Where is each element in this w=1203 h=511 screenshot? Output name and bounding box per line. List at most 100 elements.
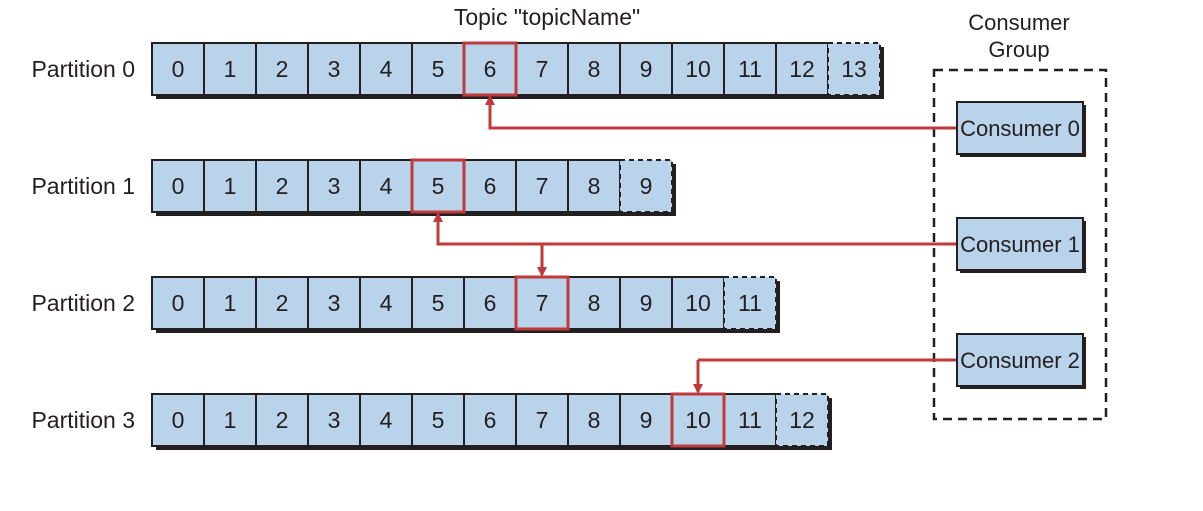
offset-label: 9 [640, 407, 653, 433]
offset-cell [307, 42, 361, 96]
offset-cell [411, 42, 465, 96]
offset-cell [567, 393, 621, 447]
consumer-group-label-line1: Consumer [968, 10, 1069, 35]
offset-cell [463, 276, 517, 330]
offset-cell [723, 393, 777, 447]
offset-label: 8 [588, 407, 601, 433]
offset-cell [203, 42, 257, 96]
offset-cell [671, 276, 725, 330]
offset-label: 8 [588, 173, 601, 199]
offset-label: 4 [380, 407, 393, 433]
offset-label: 2 [276, 407, 289, 433]
offset-label: 0 [172, 173, 185, 199]
offset-cell [255, 159, 309, 213]
offset-cell [151, 276, 205, 330]
offset-label: 7 [536, 407, 549, 433]
partition-label: Partition 3 [31, 407, 135, 433]
offset-cell [203, 276, 257, 330]
offset-label: 5 [432, 290, 445, 316]
partition-row: Partition 1 0 1 2 3 4 5 6 7 8 9 [31, 158, 676, 216]
consumer-group-label-line2: Group [988, 37, 1049, 62]
offset-label: 3 [328, 56, 341, 82]
offset-label: 10 [685, 56, 711, 82]
consumer-box: Consumer 2 [956, 333, 1086, 389]
offset-label: 10 [685, 290, 711, 316]
offset-cell [151, 159, 205, 213]
offset-label: 7 [536, 290, 549, 316]
offset-cell [619, 393, 673, 447]
offset-cell [307, 159, 361, 213]
offset-label: 3 [328, 290, 341, 316]
partition-label: Partition 2 [31, 290, 135, 316]
offset-label: 7 [536, 173, 549, 199]
offset-label: 5 [432, 173, 445, 199]
offset-label: 9 [640, 173, 653, 199]
consumer-box: Consumer 0 [956, 101, 1086, 157]
offset-label: 4 [380, 290, 393, 316]
offset-label: 7 [536, 56, 549, 82]
partition-label: Partition 1 [31, 173, 135, 199]
offset-label: 3 [328, 173, 341, 199]
offset-label: 12 [789, 407, 815, 433]
offset-cell [359, 276, 413, 330]
offset-cell [359, 42, 413, 96]
current-offset-highlight [670, 392, 726, 448]
offset-label: 1 [224, 56, 237, 82]
offset-cell [411, 276, 465, 330]
offset-label: 6 [484, 407, 497, 433]
offset-label: 9 [640, 290, 653, 316]
consumer-rect [956, 101, 1084, 155]
offset-cell [619, 276, 673, 330]
offset-cell [203, 159, 257, 213]
offset-cell [463, 159, 517, 213]
offset-cell [619, 42, 673, 96]
offset-label: 1 [224, 173, 237, 199]
consumer-rect [956, 333, 1084, 387]
offset-label: 1 [224, 290, 237, 316]
offset-label: 6 [484, 56, 497, 82]
offset-label: 6 [484, 290, 497, 316]
offset-cell [255, 276, 309, 330]
offset-label: 11 [738, 56, 762, 82]
offset-label: 0 [172, 407, 185, 433]
consumer-label: Consumer 2 [960, 348, 1080, 373]
offset-cell [515, 393, 569, 447]
offset-label: 11 [738, 407, 762, 433]
read-position-arrows [433, 95, 957, 394]
partition-label: Partition 0 [31, 56, 135, 82]
offset-label: 8 [588, 290, 601, 316]
consumer-box: Consumer 1 [956, 217, 1086, 273]
offset-label: 2 [276, 173, 289, 199]
next-offset-cell [723, 276, 777, 330]
consumer-group-box [932, 68, 1108, 421]
consumer-rect [956, 217, 1084, 271]
consumer-label: Consumer 1 [960, 232, 1080, 257]
consumer-label: Consumer 0 [960, 116, 1080, 141]
offset-label: 4 [380, 173, 393, 199]
offset-label: 5 [432, 407, 445, 433]
offset-label: 6 [484, 173, 497, 199]
consumer-arrow [433, 212, 957, 246]
next-offset-cell [775, 393, 829, 447]
offset-label: 10 [685, 407, 711, 433]
offset-label: 5 [432, 56, 445, 82]
next-offset-cell [827, 42, 881, 96]
offset-label: 9 [640, 56, 653, 82]
offset-cell [567, 159, 621, 213]
offset-label: 0 [172, 56, 185, 82]
topic-title: Topic "topicName" [454, 4, 640, 30]
next-offset-cell [619, 159, 673, 213]
offset-cell [775, 42, 829, 96]
offset-cell [723, 42, 777, 96]
consumers: Consumer 0 Consumer 1 Consumer 2 [956, 101, 1086, 389]
offset-cell [255, 42, 309, 96]
offset-label: 1 [224, 407, 237, 433]
offset-label: 4 [380, 56, 393, 82]
offset-cell [671, 42, 725, 96]
offset-label: 2 [276, 290, 289, 316]
